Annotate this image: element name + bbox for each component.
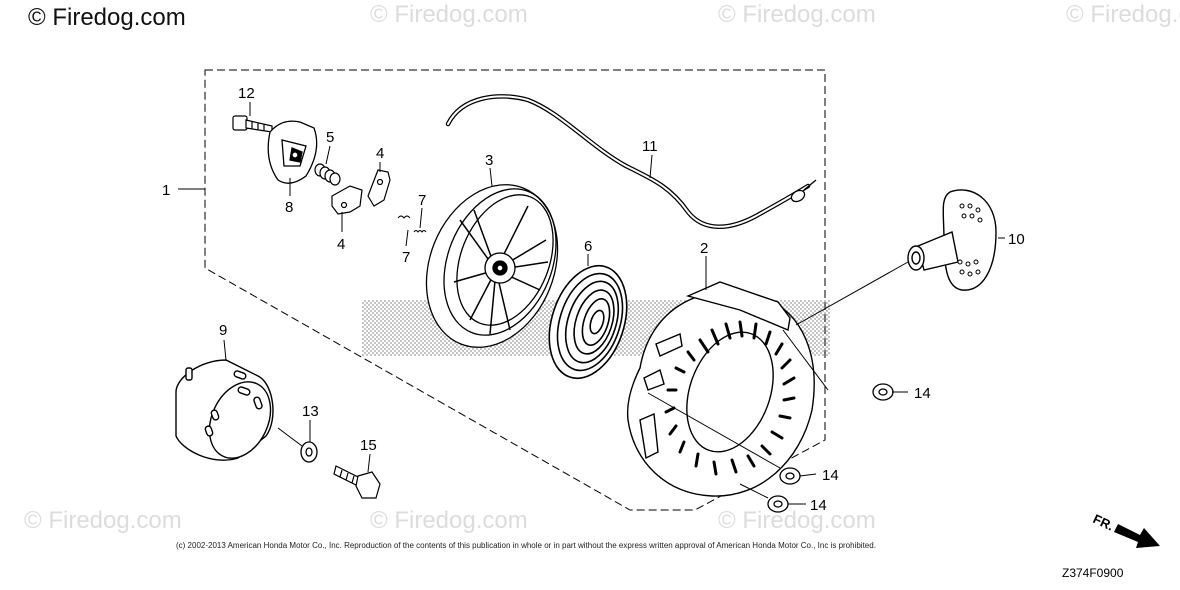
callout-14c: 14 — [810, 497, 827, 514]
callout-10: 10 — [1008, 231, 1025, 248]
part-6-spiral-spring — [548, 264, 628, 380]
part-8-ratchet-guide — [267, 120, 318, 184]
part-5-spring — [314, 163, 341, 186]
callout-2: 2 — [700, 240, 708, 257]
callout-6: 6 — [584, 238, 592, 255]
callout-14a: 14 — [914, 385, 931, 402]
watermark-faint: © Firedog.com — [1066, 1, 1180, 28]
watermark-main: © Firedog.com — [28, 4, 186, 31]
part-9-pulley — [175, 359, 274, 461]
part-3-reel — [425, 184, 559, 348]
part-10-starter-grip — [907, 189, 997, 291]
callout-4b: 4 — [337, 236, 345, 253]
callout-9: 9 — [219, 322, 227, 339]
callout-12: 12 — [238, 85, 255, 102]
callout-8: 8 — [285, 199, 293, 216]
watermark-faint: © Firedog.com — [370, 507, 528, 534]
part-7-spring — [397, 215, 427, 233]
part-14-nut — [767, 495, 789, 513]
part-4-ratchet — [331, 185, 363, 215]
copyright-notice: (c) 2002-2013 American Honda Motor Co., … — [176, 541, 876, 550]
watermark-faint: © Firedog.com — [24, 507, 182, 534]
callout-7b: 7 — [402, 249, 410, 266]
callout-11: 11 — [642, 138, 658, 155]
watermark-faint: © Firedog.com — [718, 507, 876, 534]
part-12-bolt — [232, 115, 273, 133]
part-13-washer — [300, 441, 318, 463]
part-4-ratchet — [367, 169, 391, 207]
part-2-starter-case — [626, 281, 815, 497]
part-14-nut — [872, 383, 894, 401]
callout-1: 1 — [162, 182, 170, 199]
direction-arrow: FR. — [1091, 511, 1160, 548]
callout-3: 3 — [485, 152, 493, 169]
callout-7a: 7 — [418, 192, 426, 209]
rope-knot — [790, 179, 817, 203]
watermark-faint: © Firedog.com — [370, 1, 528, 28]
callout-15: 15 — [360, 437, 377, 454]
diagram-code: Z374F0900 — [1062, 566, 1124, 580]
callout-13: 13 — [302, 403, 319, 420]
callout-5: 5 — [326, 129, 334, 146]
direction-label: FR. — [1091, 511, 1116, 533]
callout-4a: 4 — [376, 145, 384, 162]
part-14-nut — [779, 467, 801, 485]
part-11-rope-core — [447, 95, 809, 228]
assembly-boundary — [204, 69, 826, 511]
callout-14b: 14 — [822, 467, 839, 484]
watermark-faint: © Firedog.com — [718, 1, 876, 28]
leader-lines — [178, 102, 1005, 505]
part-15-bolt — [333, 465, 381, 499]
